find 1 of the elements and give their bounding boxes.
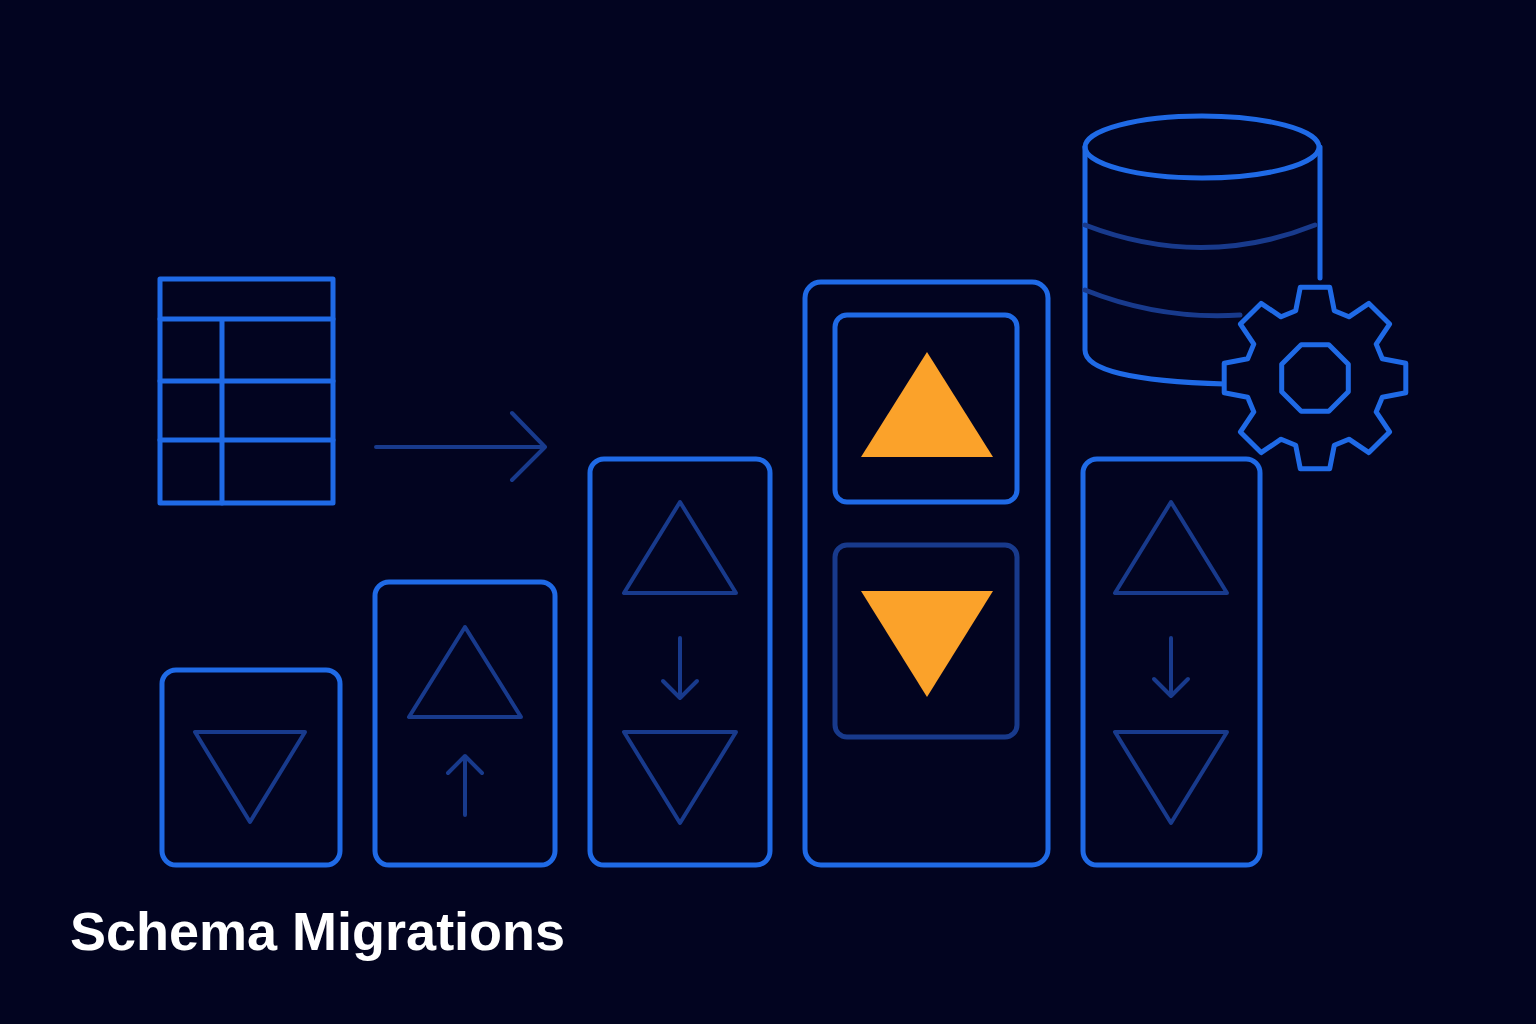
title: Schema Migrations (70, 900, 566, 962)
